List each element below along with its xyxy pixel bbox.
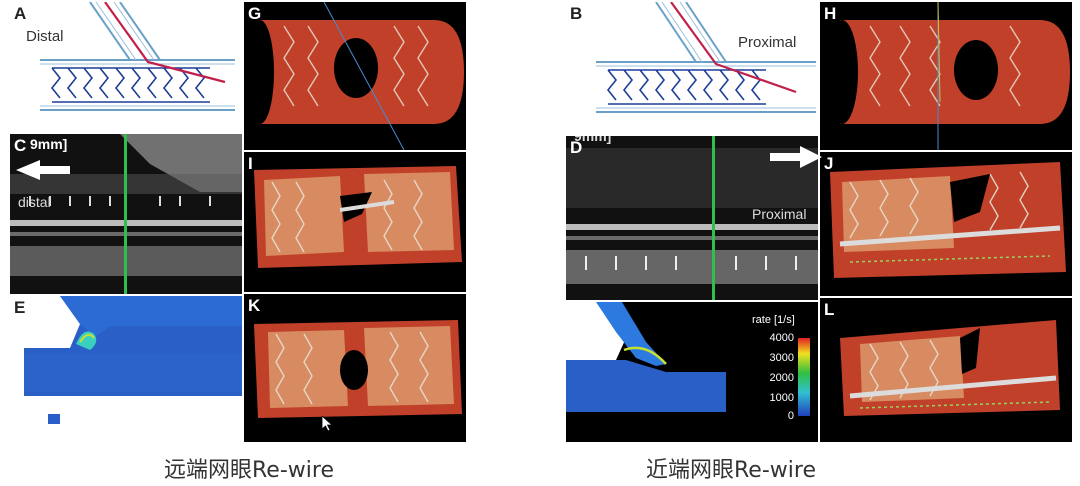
panel-k-3d: K <box>244 294 466 442</box>
panel-letter: B <box>570 4 583 23</box>
proximal-label: Proximal <box>752 206 807 222</box>
colorbar-tick: 3000 <box>769 352 794 364</box>
panel-f-flow: F rate [1/s] 4000 3000 2000 1000 0 <box>566 302 818 442</box>
panel-letter: C <box>14 136 27 155</box>
oct-image <box>566 136 818 300</box>
reconstruction-3d <box>830 162 1066 278</box>
scale-label: 9mm] <box>30 136 68 152</box>
proximal-label: Proximal <box>738 34 797 51</box>
distal-label: Distal <box>26 28 64 45</box>
panel-a-schematic: A Distal <box>10 2 242 132</box>
bifurcation-schematic <box>40 2 235 111</box>
cursor-icon <box>322 416 334 432</box>
panel-b-schematic: B Proximal <box>566 2 818 134</box>
bifurcation-schematic <box>596 2 816 113</box>
scale-label: 9mm] <box>574 136 612 144</box>
panel-letter: I <box>248 154 253 173</box>
flow-simulation <box>24 296 242 424</box>
panel-e-flow: E <box>10 296 242 442</box>
reconstruction-3d <box>254 320 462 418</box>
colorbar-title: rate [1/s] <box>752 314 795 326</box>
panel-letter: K <box>248 296 261 315</box>
panel-letter: E <box>14 298 26 317</box>
reconstruction-3d <box>826 2 1070 150</box>
caption-right: 近端网眼Re-wire <box>646 458 816 483</box>
colorbar-tick: 2000 <box>769 372 794 384</box>
reconstruction-3d <box>246 2 464 150</box>
panel-d-oct: D 9mm] Proximal <box>566 136 818 300</box>
panel-letter: J <box>824 154 834 173</box>
colorbar-tick: 0 <box>787 410 794 422</box>
panel-letter: A <box>14 4 27 23</box>
distal-label: distal <box>18 194 51 210</box>
flow-simulation <box>566 302 818 442</box>
colorbar-tick: 4000 <box>769 332 794 344</box>
caption-left: 远端网眼Re-wire <box>164 458 334 483</box>
panel-letter: G <box>248 4 262 23</box>
arrow-right-icon <box>770 146 822 168</box>
panel-j-3d: J <box>820 152 1072 296</box>
colorbar-tick: 1000 <box>769 392 794 404</box>
panel-h-3d: H <box>820 2 1072 150</box>
panel-c-oct: C 9mm] distal <box>10 134 242 294</box>
reconstruction-3d <box>840 320 1060 416</box>
panel-letter: D <box>570 138 583 157</box>
panel-letter: H <box>824 4 837 23</box>
colorbar-gradient <box>798 338 810 416</box>
panel-letter: F <box>570 304 581 323</box>
panel-g-3d: G <box>244 2 466 150</box>
panel-letter: L <box>824 300 835 319</box>
panel-i-3d: I <box>244 152 466 292</box>
panel-l-3d: L <box>820 298 1072 442</box>
oct-image <box>10 134 242 294</box>
reconstruction-3d <box>254 166 462 268</box>
